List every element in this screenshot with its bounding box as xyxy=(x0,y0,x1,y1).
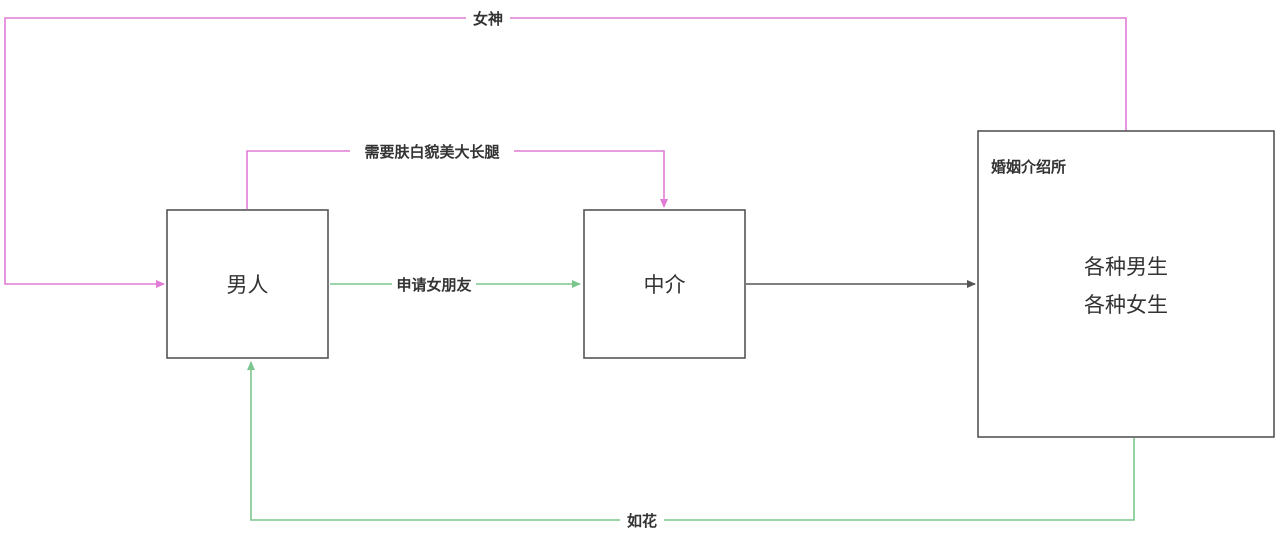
node-man[interactable] xyxy=(166,209,329,359)
edge-goddess xyxy=(4,17,1127,288)
edge-flower-label: 如花 xyxy=(627,512,657,530)
edge-flower xyxy=(247,361,1135,521)
node-agent-label: 中介 xyxy=(644,273,686,297)
edge-requirement-label: 需要肤白貌美大长腿 xyxy=(364,143,499,161)
edge-apply-label: 申请女朋友 xyxy=(396,276,471,294)
node-agency[interactable] xyxy=(977,130,1275,438)
node-agent[interactable] xyxy=(583,209,746,359)
node-agency-title: 婚姻介绍所 xyxy=(991,158,1066,176)
edge-goddess-label: 女神 xyxy=(473,10,503,28)
node-agency-line1: 各种男生 xyxy=(1084,255,1168,279)
node-man-label: 男人 xyxy=(227,273,269,297)
node-agency-line2: 各种女生 xyxy=(1084,293,1168,317)
